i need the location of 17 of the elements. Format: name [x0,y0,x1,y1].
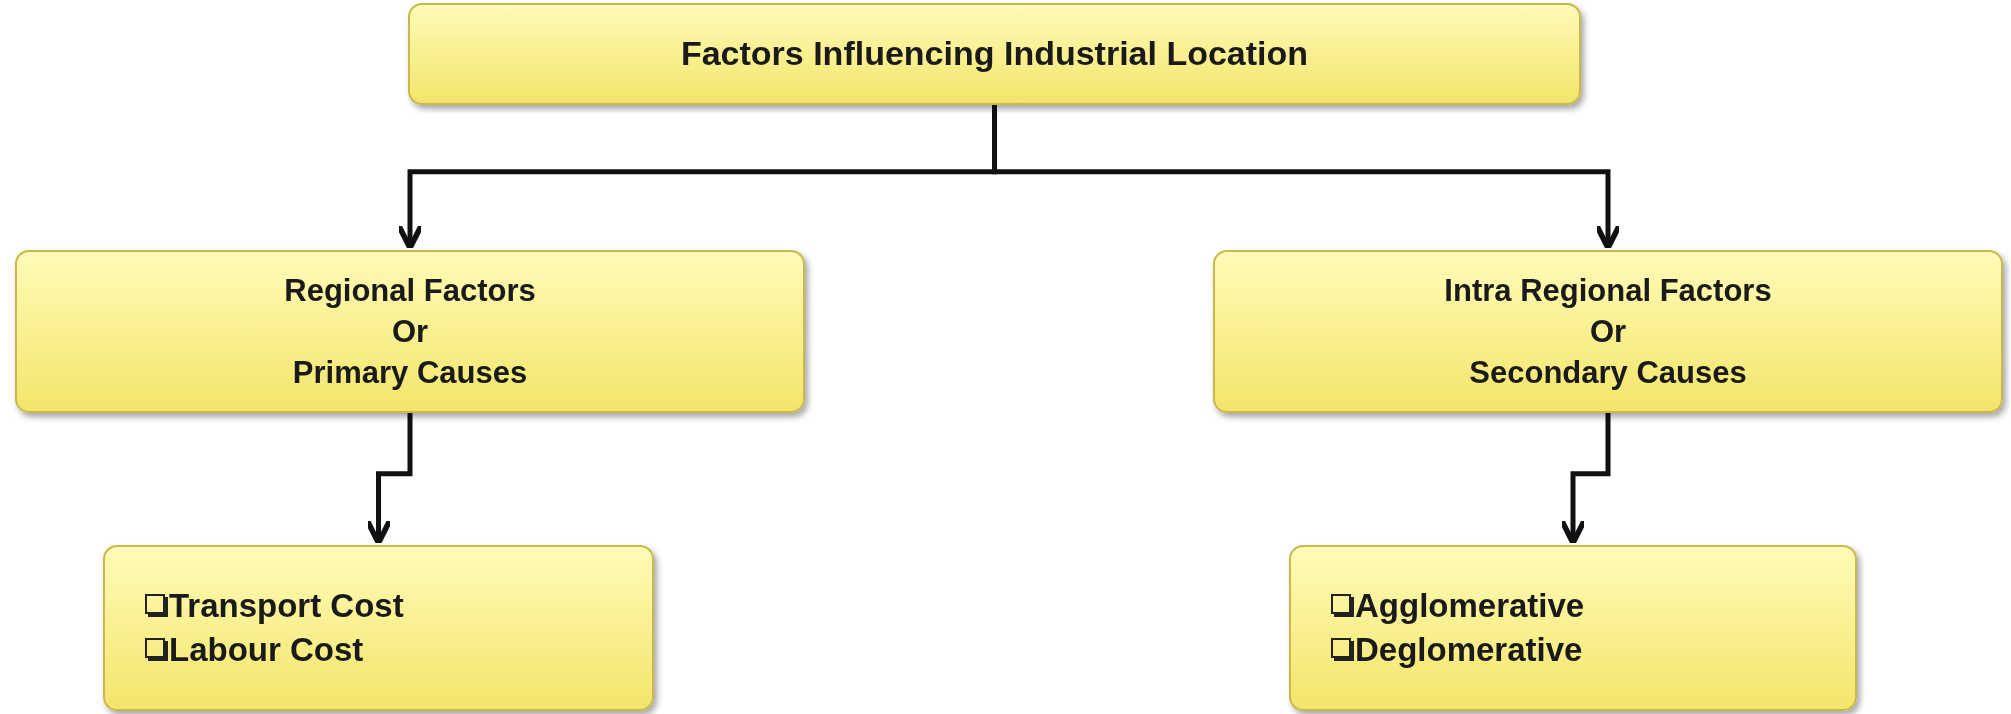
box-text: Primary Causes [292,354,528,393]
list-item: Deglomerative [1355,630,1583,670]
title: Factors Influencing Industrial Location [680,33,1309,75]
box-text: Secondary Causes [1469,354,1747,393]
category-box [1213,250,2003,413]
arrow [1559,413,1611,546]
list-box [1289,545,1857,711]
category-box [15,250,805,413]
title-box [408,3,1581,105]
list-box [103,545,654,711]
box-text: Regional Factors [284,271,536,310]
list-item: Labour Cost [169,630,364,670]
box-text: Intra Regional Factors [1444,271,1772,310]
list-item: Transport Cost [169,586,404,627]
box-text: Or [391,312,429,351]
list-item: Agglomerative [1355,586,1585,627]
box-text: Or [1589,312,1627,351]
